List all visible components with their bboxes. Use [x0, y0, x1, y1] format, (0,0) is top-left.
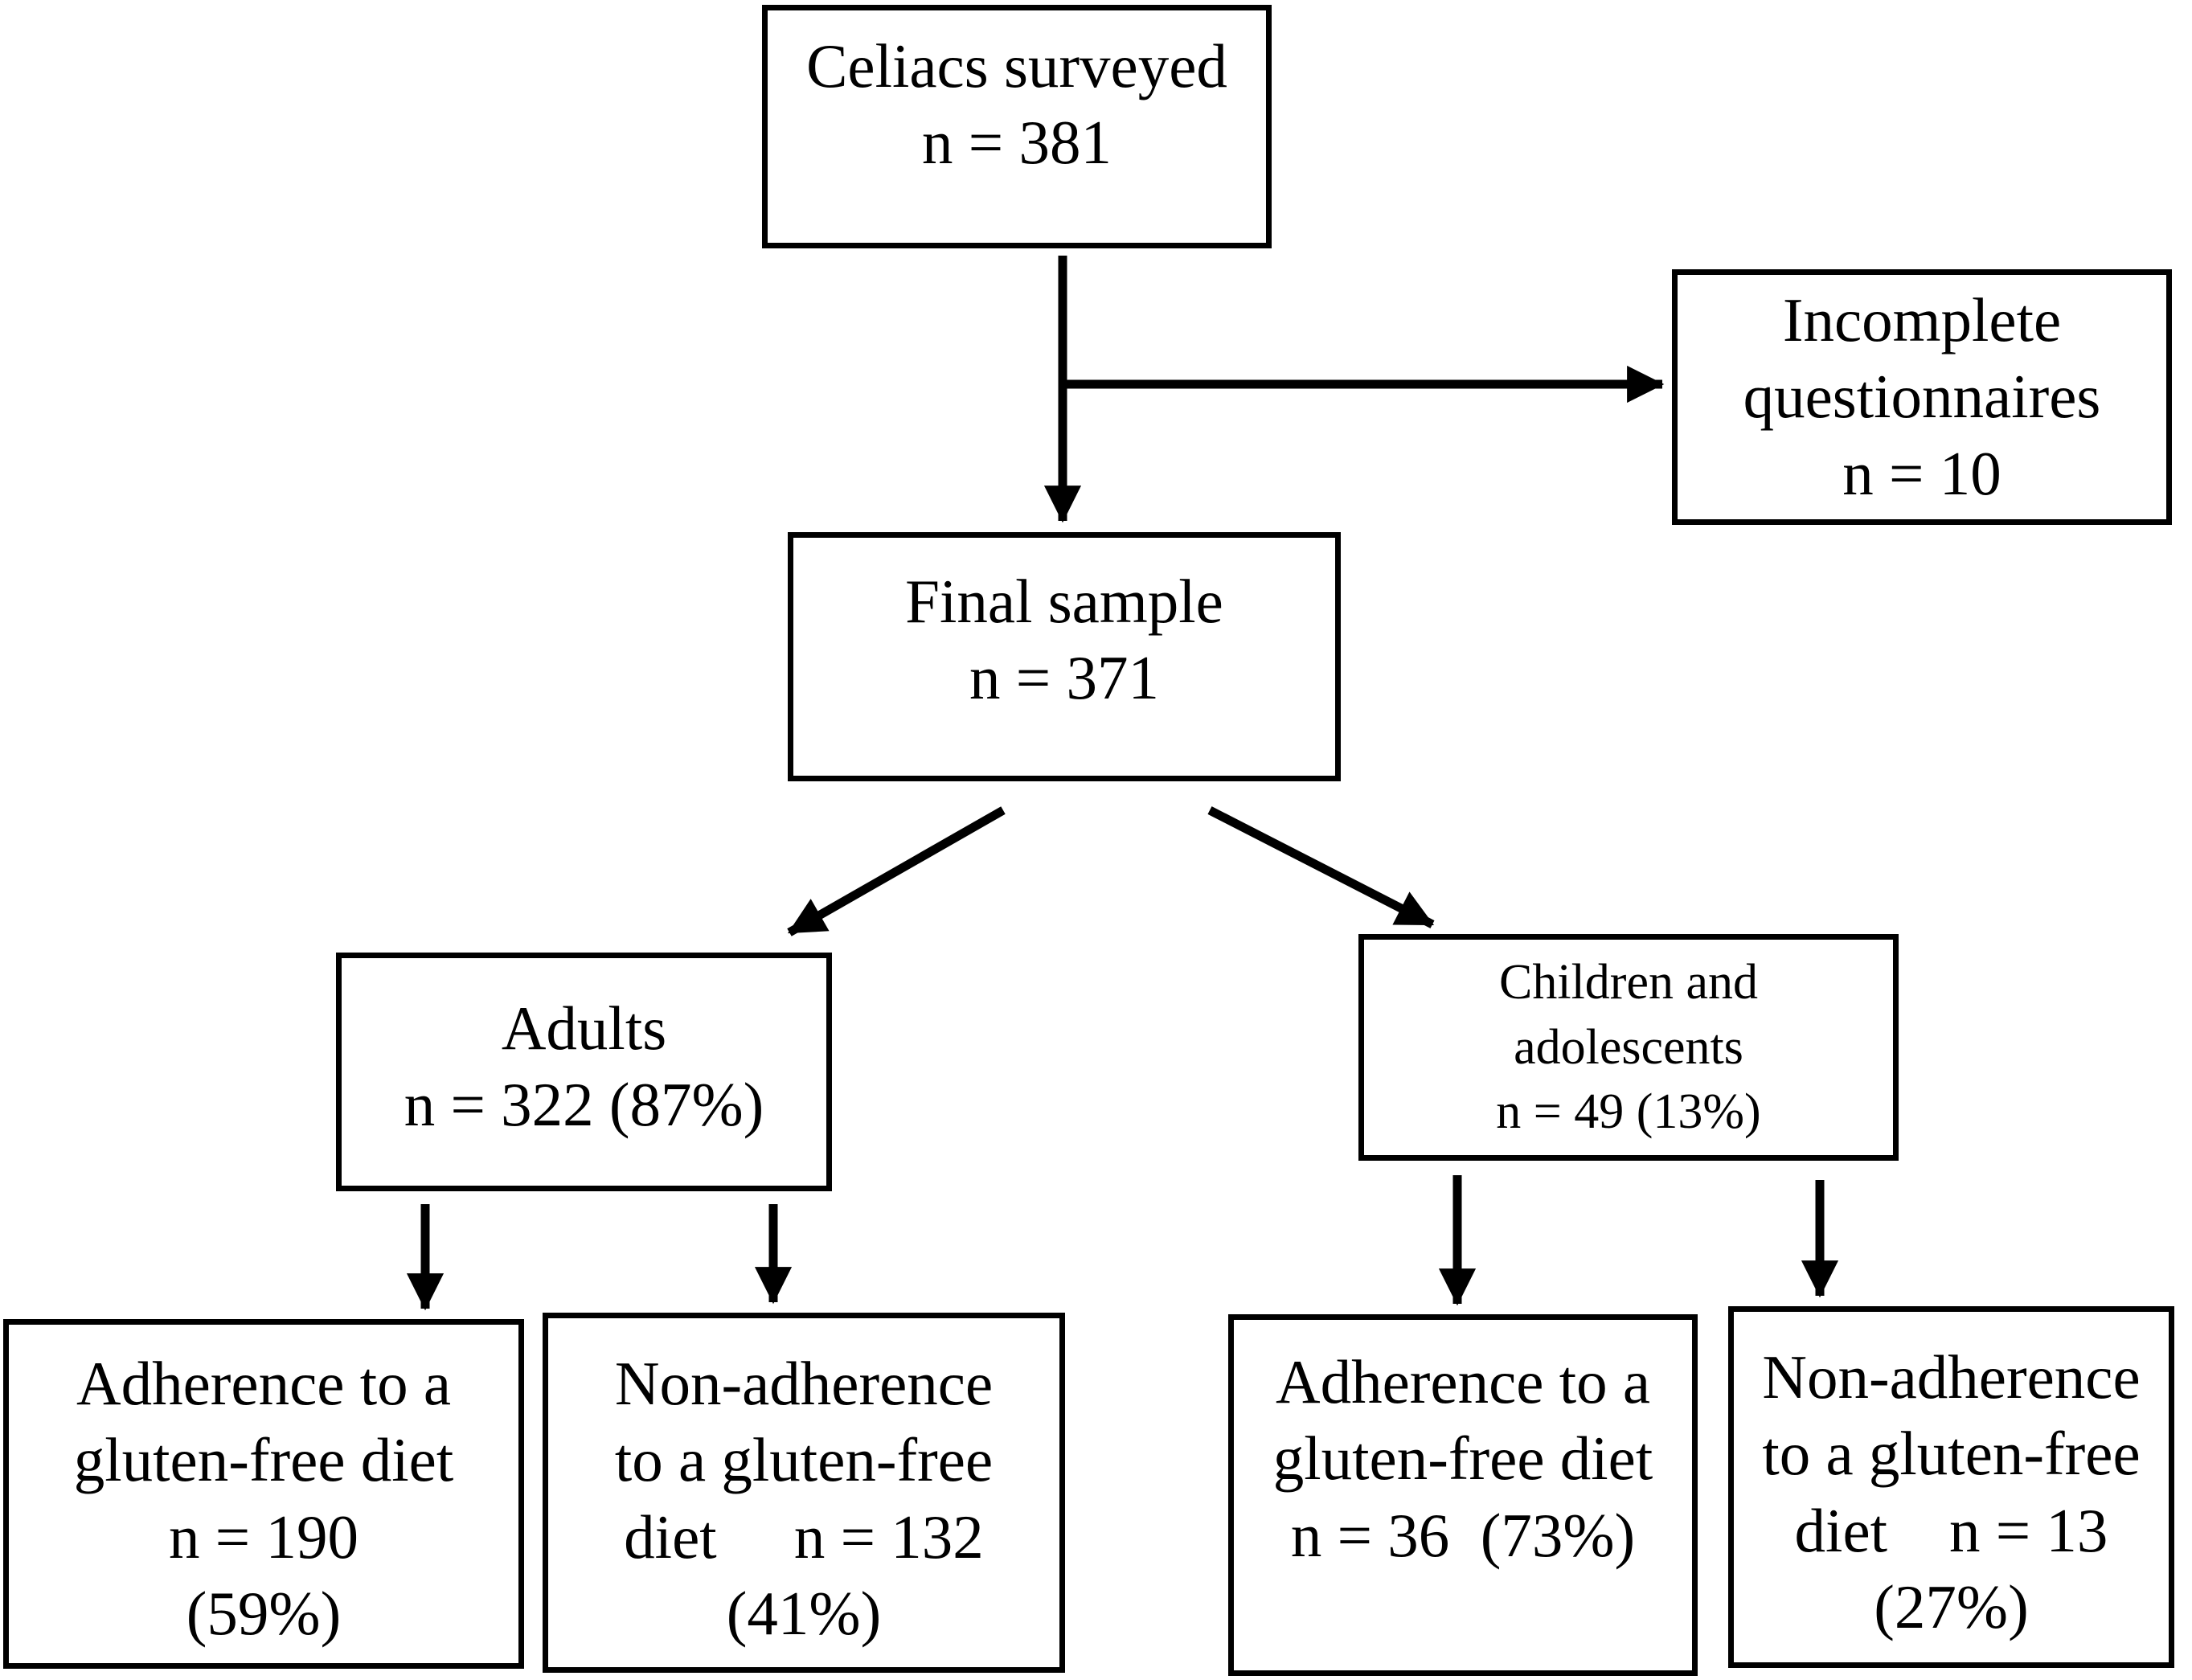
node-text-line: Final sample — [905, 567, 1223, 636]
node-celiacs-surveyed: Celiacs surveyed n = 381 — [762, 5, 1272, 248]
node-text-line: Adults — [501, 994, 667, 1063]
node-text-line: Celiacs surveyed — [806, 31, 1227, 100]
node-children-nonadherence: Non-adherence to a gluten-free diet n = … — [1728, 1306, 2174, 1668]
node-text-line: adolescents — [1514, 1019, 1743, 1075]
node-count-line: n = 381 — [922, 108, 1112, 178]
node-text-line: Adherence to a — [76, 1349, 452, 1418]
node-incomplete-questionnaires: Incomplete questionnaires n = 10 — [1672, 269, 2172, 525]
node-text-line: questionnaires — [1743, 362, 2101, 432]
node-count-line: n = 322 (87%) — [404, 1070, 764, 1140]
node-count-line: n = 10 — [1842, 438, 2001, 508]
node-text-line: gluten-free diet — [73, 1425, 454, 1495]
node-adults-adherence: Adherence to a gluten-free diet n = 190 … — [3, 1319, 524, 1669]
node-text-line: gluten-free diet — [1272, 1424, 1653, 1494]
node-count-line: n = 371 — [969, 643, 1159, 713]
arrow-final-to-children — [1207, 806, 1435, 928]
node-final-sample: Final sample n = 371 — [788, 532, 1341, 781]
node-percent-line: (41%) — [726, 1579, 882, 1649]
node-text-line: Incomplete — [1782, 285, 2062, 354]
node-text-line: Non-adherence — [614, 1349, 994, 1418]
node-text-line: to a gluten-free — [614, 1425, 994, 1495]
node-text-line: Non-adherence — [1762, 1342, 2141, 1412]
node-percent-line: (27%) — [1874, 1572, 2029, 1642]
node-adults-nonadherence: Non-adherence to a gluten-free diet n = … — [543, 1313, 1065, 1673]
node-children-adolescents: Children and adolescents n = 49 (13%) — [1358, 934, 1899, 1161]
node-percent-line: (59%) — [186, 1579, 342, 1649]
node-count-line: n = 49 (13%) — [1496, 1084, 1761, 1140]
node-text-line: to a gluten-free — [1762, 1419, 2141, 1489]
node-count-line: diet n = 132 — [624, 1502, 984, 1571]
node-count-line: n = 36 (73%) — [1290, 1500, 1636, 1570]
arrow-final-to-adults — [787, 806, 1006, 936]
node-count-line: diet n = 13 — [1794, 1495, 2108, 1565]
node-text-line: Adherence to a — [1275, 1347, 1651, 1416]
node-count-line: n = 190 — [169, 1502, 359, 1571]
node-text-line: Children and — [1499, 955, 1758, 1010]
node-children-adherence: Adherence to a gluten-free diet n = 36 (… — [1228, 1314, 1698, 1676]
node-adults: Adults n = 322 (87%) — [336, 953, 832, 1191]
